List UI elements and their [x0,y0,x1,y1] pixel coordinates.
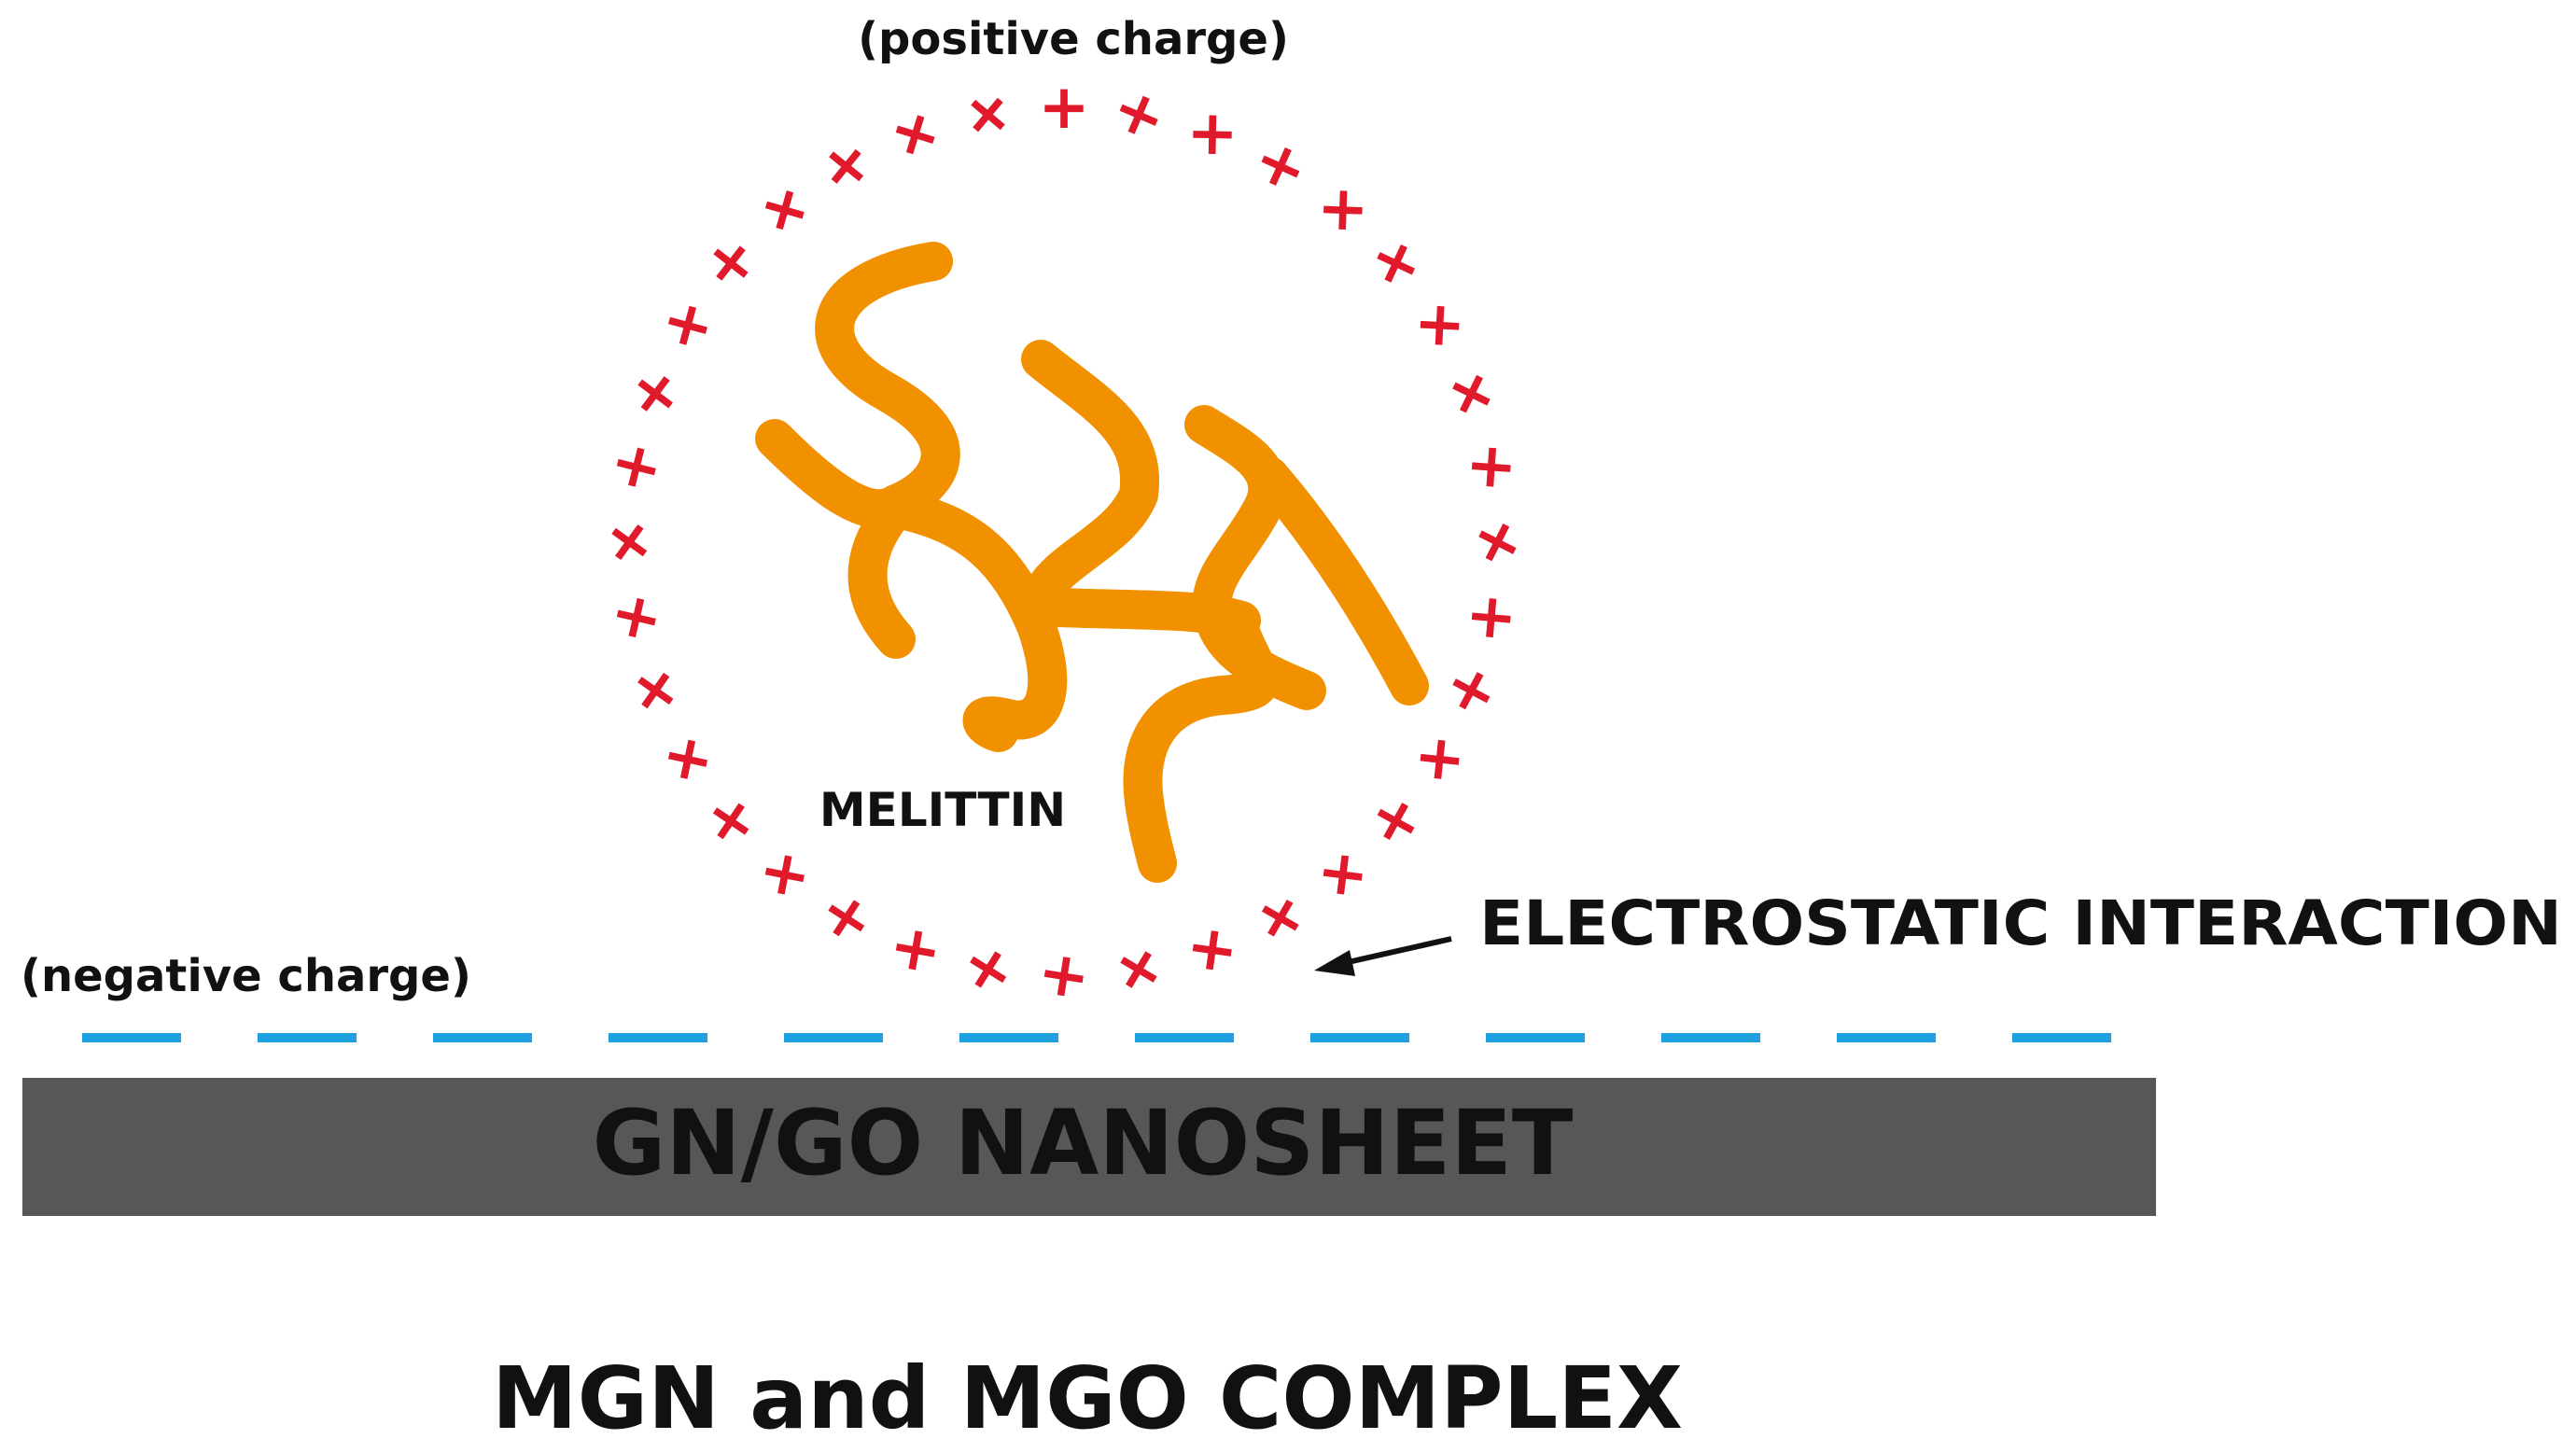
positive-charge-symbol: + [603,425,670,507]
negative-charge-symbol [1310,1033,1409,1042]
negative-charge-symbol [1837,1033,1936,1042]
negative-charge-symbol [784,1033,883,1042]
positive-charge-symbol: + [1038,71,1089,143]
positive-charge-symbol: + [1186,97,1239,170]
positive-charge-symbol: + [1463,427,1520,503]
positive-charge-symbol: + [880,91,950,175]
positive-charge-symbol: + [753,833,818,914]
negative-charge-symbol [959,1033,1058,1042]
positive-charge-symbol: + [1313,834,1373,912]
negative-charge-symbol [609,1033,707,1042]
positive-charge-symbol: + [1243,121,1320,208]
negative-charge-symbol [2012,1033,2111,1042]
positive-charge-symbol: + [1241,873,1322,960]
positive-charge-symbol: + [1099,924,1180,1012]
negative-charge-symbol [1486,1033,1585,1042]
arrow-shaft [1343,936,1452,966]
positive-charge-symbol: + [1101,70,1177,156]
nanosheet-label: GN/GO NANOSHEET [593,1091,1574,1195]
positive-charge-symbol: + [1463,578,1520,654]
positive-charge-symbol: + [805,121,889,210]
positive-charge-symbol: + [884,909,947,988]
electrostatic-interaction-label: ELECTROSTATIC INTERACTION [1479,887,2562,959]
positive-charge-symbol: + [588,496,672,585]
negative-charge-label: (negative charge) [21,950,471,1002]
positive-charge-symbol: + [806,873,889,961]
negative-charge-symbol [258,1033,357,1042]
positive-charge-symbol: + [1410,720,1469,796]
melittin-strand [755,242,960,529]
negative-charge-symbol [82,1033,181,1042]
positive-charge-symbol: + [1412,286,1467,361]
negative-charge-symbol [433,1033,532,1042]
melittin-strand [1021,340,1160,617]
melittin-strand [847,489,916,659]
positive-charge-label: (positive charge) [858,13,1289,65]
positive-charge-symbol: + [1433,646,1512,733]
negative-charge-symbol [1661,1033,1760,1042]
positive-charge-symbol: + [655,718,721,799]
positive-charge-symbol: + [1459,497,1537,585]
positive-charge-symbol: + [1033,935,1096,1014]
positive-charge-symbol: + [946,69,1032,158]
positive-charge-ring: ++++++++++++++++++++++++++++++++++++ [588,69,1537,1013]
negative-charge-symbol [1135,1033,1234,1042]
positive-charge-symbol: + [1433,349,1510,436]
positive-charge-symbol: + [948,924,1030,1013]
positive-charge-symbol: + [604,575,670,656]
positive-charge-symbol: + [1182,910,1242,988]
melittin-label: MELITTIN [819,783,1066,837]
nanosheet [22,1078,2156,1216]
positive-charge-symbol: + [654,283,722,366]
melittin-strand [1123,601,1280,883]
positive-charge-symbol: + [1316,172,1370,245]
negative-charge-row [82,1033,2111,1042]
melittin-peptide [755,242,1429,883]
melittin-strand [1250,456,1429,706]
positive-charge-symbol: + [614,348,699,437]
complex-title: MGN and MGO COMPLEX [492,1348,1683,1448]
arrow-head-icon [1314,950,1355,976]
melittin-strand [876,489,1068,752]
electrostatic-arrow [1314,936,1452,976]
